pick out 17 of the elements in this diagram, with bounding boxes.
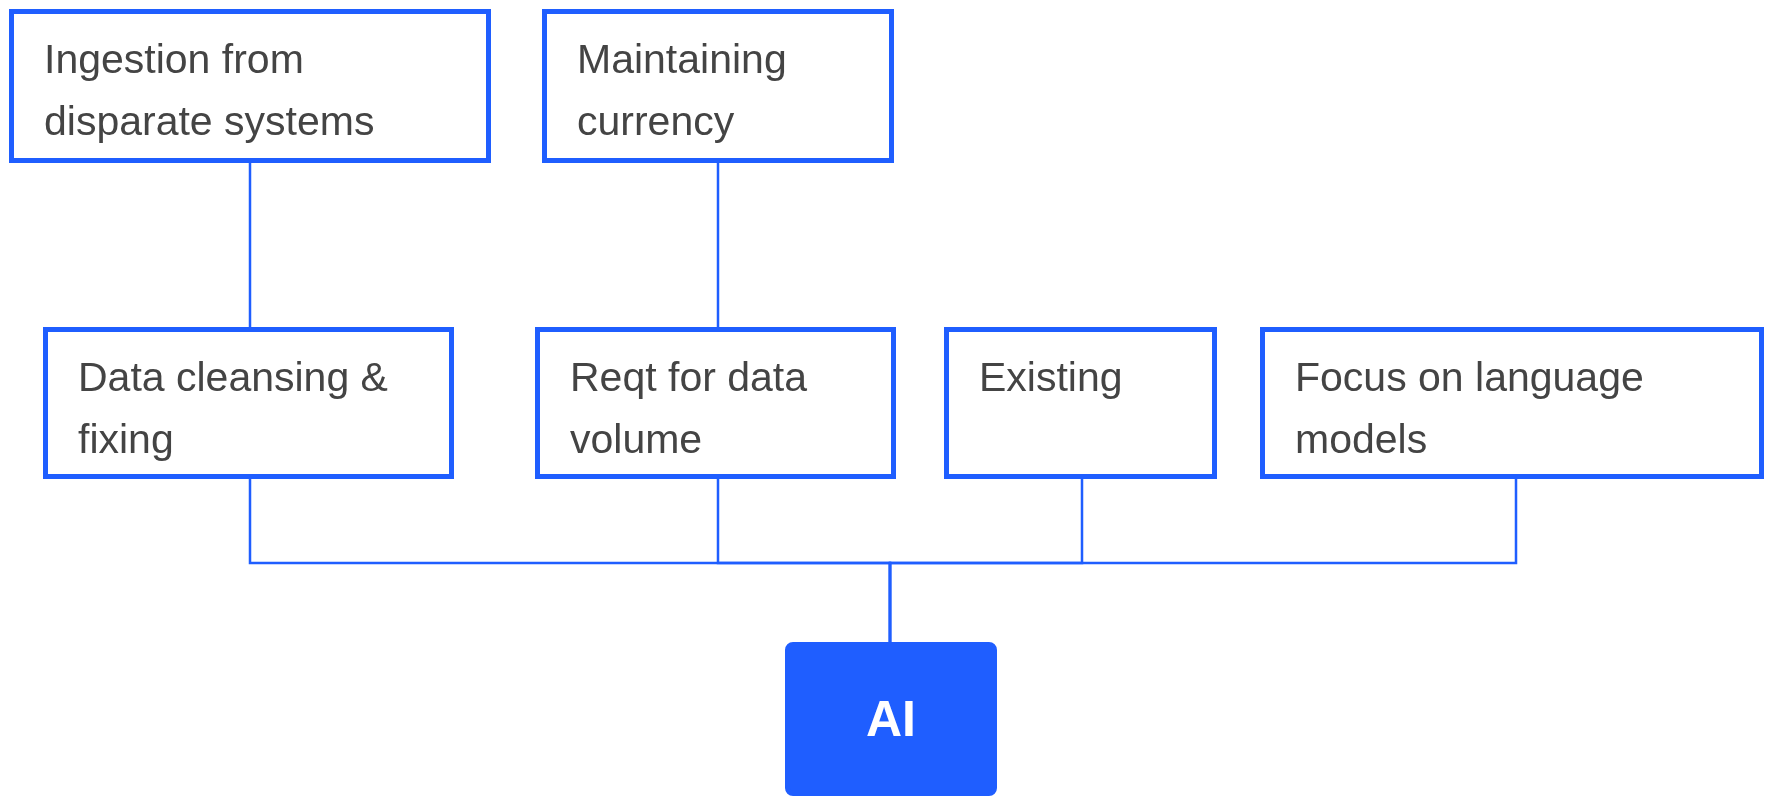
box-label: Data cleansing & fixing [78,353,389,464]
connector-line [716,163,720,327]
topic-box [542,9,894,163]
topic-box [1260,327,1764,479]
box-label: Ingestion from disparate systems [44,35,376,146]
box-label: Maintaining currency [577,35,788,146]
box-label: Focus on language models [1295,353,1645,464]
box-label: Reqt for data volume [570,353,809,464]
topic-box [535,327,896,479]
topic-box [43,327,454,479]
connector-line [248,163,252,327]
connector-line [888,479,1518,642]
topic-box [9,9,491,163]
box-label: Existing [979,353,1124,402]
hub-box [785,642,997,796]
box-label: AI [866,690,916,749]
topic-box [944,327,1217,479]
